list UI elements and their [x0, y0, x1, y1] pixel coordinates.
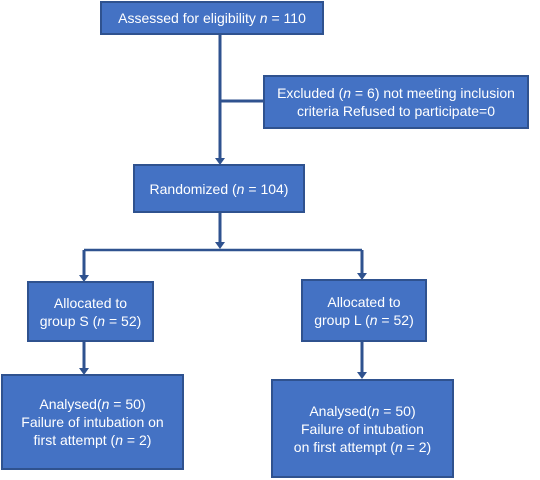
- analysed-l-post: ): [410, 402, 416, 419]
- n-symbol: n: [369, 311, 378, 328]
- equals-sign: =: [402, 438, 419, 455]
- n-symbol: n: [394, 438, 403, 455]
- analysed-s-failures: 2: [138, 432, 147, 448]
- n-symbol: n: [259, 10, 268, 26]
- equals-sign: =: [267, 10, 284, 26]
- analysed-s-line3-pre: first attempt (: [33, 432, 116, 448]
- group-s-line2-pre: group S (: [39, 312, 98, 329]
- analysed-l-failures: 2: [418, 438, 427, 455]
- group-l-count: 52: [393, 311, 410, 328]
- excluded-count: 6: [367, 85, 375, 101]
- equals-sign: =: [123, 432, 139, 448]
- assessed-text: Assessed for eligibility: [118, 10, 256, 26]
- analysed-s-post: ): [140, 396, 146, 412]
- group-l-line2-pre: group L (: [314, 311, 370, 328]
- assessed-count: 110: [283, 10, 306, 26]
- arrowhead-split: [215, 242, 225, 249]
- n-symbol: n: [371, 402, 380, 419]
- excluded-box: Excluded (n = 6) not meeting inclusion c…: [263, 75, 529, 129]
- assessed-box: Assessed for eligibility n = 110: [100, 1, 324, 35]
- group-l-line2-post: ): [409, 311, 414, 328]
- analysed-l-pre: Analysed(: [309, 402, 372, 419]
- equals-sign: =: [109, 396, 126, 412]
- n-symbol: n: [97, 312, 106, 329]
- group-s-box: Allocated to group S (n = 52): [27, 281, 154, 342]
- arrowhead-group-l: [357, 273, 367, 280]
- randomized-text-post: ): [283, 180, 289, 197]
- group-s-line2-post: ): [136, 312, 142, 329]
- randomized-box: Randomized (n = 104): [133, 164, 305, 213]
- arrowhead-analysed-l: [357, 372, 367, 379]
- equals-sign: =: [244, 180, 261, 197]
- group-l-box: Allocated to group L (n = 52): [301, 279, 427, 342]
- analysed-l-box: Analysed(n = 50) Failure of intubation o…: [271, 379, 454, 478]
- analysed-s-line3-post: ): [146, 432, 152, 448]
- analysed-l-count: 50: [395, 402, 411, 419]
- n-symbol: n: [115, 432, 124, 448]
- group-s-line1: Allocated to: [53, 294, 128, 311]
- group-l-line1: Allocated to: [327, 293, 401, 310]
- analysed-s-line2: Failure of intubation on: [21, 414, 164, 430]
- arrowhead-analysed-s: [79, 368, 89, 375]
- equals-sign: =: [105, 312, 122, 329]
- randomized-count: 104: [260, 180, 284, 197]
- analysed-s-box: Analysed(n = 50) Failure of intubation o…: [1, 374, 184, 470]
- n-symbol: n: [101, 396, 110, 412]
- equals-sign: =: [351, 85, 368, 101]
- n-symbol: n: [236, 180, 245, 197]
- analysed-s-count: 50: [125, 396, 141, 412]
- arrowhead-group-s: [79, 275, 89, 282]
- arrowhead-randomized: [215, 158, 225, 165]
- analysed-s-pre: Analysed(: [39, 396, 102, 412]
- analysed-l-line3-post: ): [426, 438, 432, 455]
- analysed-l-line3-pre: on first attempt (: [293, 438, 395, 455]
- randomized-text-pre: Randomized (: [149, 180, 237, 197]
- excluded-text-post: ) not meeting inclusion criteria Refused…: [296, 85, 515, 119]
- n-symbol: n: [343, 85, 352, 101]
- equals-sign: =: [377, 311, 394, 328]
- group-s-count: 52: [121, 312, 137, 329]
- excluded-text-pre: Excluded (: [277, 85, 344, 101]
- analysed-l-line2: Failure of intubation: [301, 420, 424, 437]
- equals-sign: =: [379, 402, 396, 419]
